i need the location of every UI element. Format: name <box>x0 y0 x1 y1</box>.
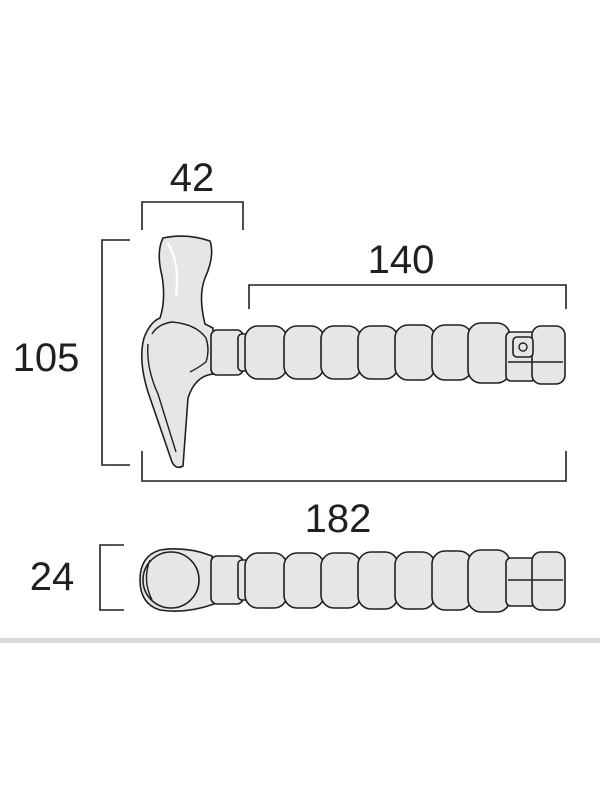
grip-segment <box>431 324 473 381</box>
end-cap-hole <box>512 336 534 358</box>
grip-segment <box>467 549 511 613</box>
height-bracket <box>101 239 130 466</box>
head-width-bracket <box>141 201 244 230</box>
grip-segment <box>320 325 362 380</box>
top-head-contour <box>145 559 153 601</box>
dimension-labels: 42 140 105 182 24 <box>13 156 435 599</box>
thickness-bracket <box>99 544 124 611</box>
grip-segment <box>467 322 511 384</box>
total-length-bracket <box>141 451 567 482</box>
top-head-face <box>142 551 200 609</box>
hammer-side-view <box>140 235 566 469</box>
grip-segment <box>283 552 325 609</box>
grip-segment <box>357 551 399 610</box>
hammer-head <box>140 235 214 469</box>
total-length-label: 182 <box>305 497 372 541</box>
grip-segment <box>320 552 362 609</box>
grip-length-label: 140 <box>368 238 435 282</box>
grip-segment <box>244 325 288 380</box>
dimension-lines <box>99 201 567 611</box>
end-cap-hole-center <box>518 342 528 352</box>
top-end-cap <box>505 551 566 611</box>
grip-length-bracket <box>248 284 567 309</box>
bottom-rule <box>0 638 600 643</box>
end-cap-tip <box>531 325 566 385</box>
top-grip-segments <box>244 549 511 613</box>
grip-segments <box>244 322 511 384</box>
grip-segment <box>283 325 325 380</box>
end-cap <box>505 325 566 385</box>
head-contour <box>151 321 209 373</box>
total-height-label: 105 <box>13 336 80 380</box>
grip-segment <box>394 551 436 610</box>
head-highlight <box>166 242 179 298</box>
hammer-top-view <box>139 548 566 613</box>
head-width-label: 42 <box>170 156 215 200</box>
grip-segment <box>431 550 473 611</box>
grip-segment <box>394 324 436 381</box>
thickness-label: 24 <box>30 555 75 599</box>
end-cap-tip <box>531 551 566 611</box>
grip-segment <box>244 552 288 609</box>
head-contour-lower <box>147 343 177 453</box>
grip-segment <box>357 325 399 380</box>
